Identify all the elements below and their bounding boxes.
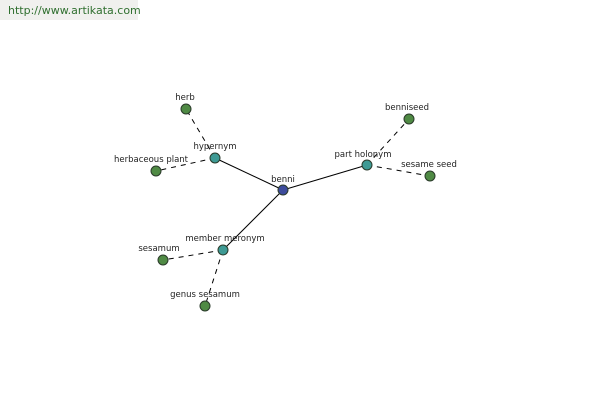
graph-labels: benni hypernym herb herbaceous plant part ho… (114, 93, 457, 300)
edge-herbaceous-plant (155, 157, 216, 172)
edge-sesamum (162, 249, 224, 261)
node-relation-member-meronym[interactable] (217, 244, 229, 256)
edge-sesame-seed (366, 164, 431, 177)
edge-member-meronym (222, 189, 284, 251)
label-term-herbaceous-plant[interactable]: herbaceous plant (114, 155, 189, 165)
node-term-sesamum[interactable] (157, 254, 169, 266)
label-term-benniseed[interactable]: benniseed (385, 103, 429, 113)
label-term-sesame-seed[interactable]: sesame seed (401, 160, 457, 170)
node-center[interactable] (277, 184, 289, 196)
label-relation-member-meronym[interactable]: member meronym (185, 234, 264, 244)
label-term-sesamum[interactable]: sesamum (138, 244, 179, 254)
url-link[interactable]: http://www.artikata.com (8, 4, 141, 17)
graph-edges (155, 108, 431, 307)
node-term-herbaceous-plant[interactable] (150, 165, 162, 177)
node-term-benniseed[interactable] (403, 113, 415, 125)
edge-part-holonym (282, 164, 368, 191)
node-relation-part-holonym[interactable] (361, 159, 373, 171)
label-term-genus-sesamum[interactable]: genus sesamum (170, 290, 240, 300)
node-term-genus-sesamum[interactable] (199, 300, 211, 312)
edge-hypernym (214, 157, 284, 191)
label-relation-part-holonym[interactable]: part holonym (335, 150, 392, 160)
url-bar: http://www.artikata.com (0, 0, 141, 20)
node-relation-hypernym[interactable] (209, 152, 221, 164)
label-center[interactable]: benni (271, 175, 295, 185)
edge-benniseed (366, 118, 410, 166)
node-term-sesame-seed[interactable] (424, 170, 436, 182)
label-relation-hypernym[interactable]: hypernym (193, 142, 236, 152)
node-term-herb[interactable] (180, 103, 192, 115)
graph-nodes (150, 103, 436, 312)
label-term-herb[interactable]: herb (175, 93, 195, 103)
